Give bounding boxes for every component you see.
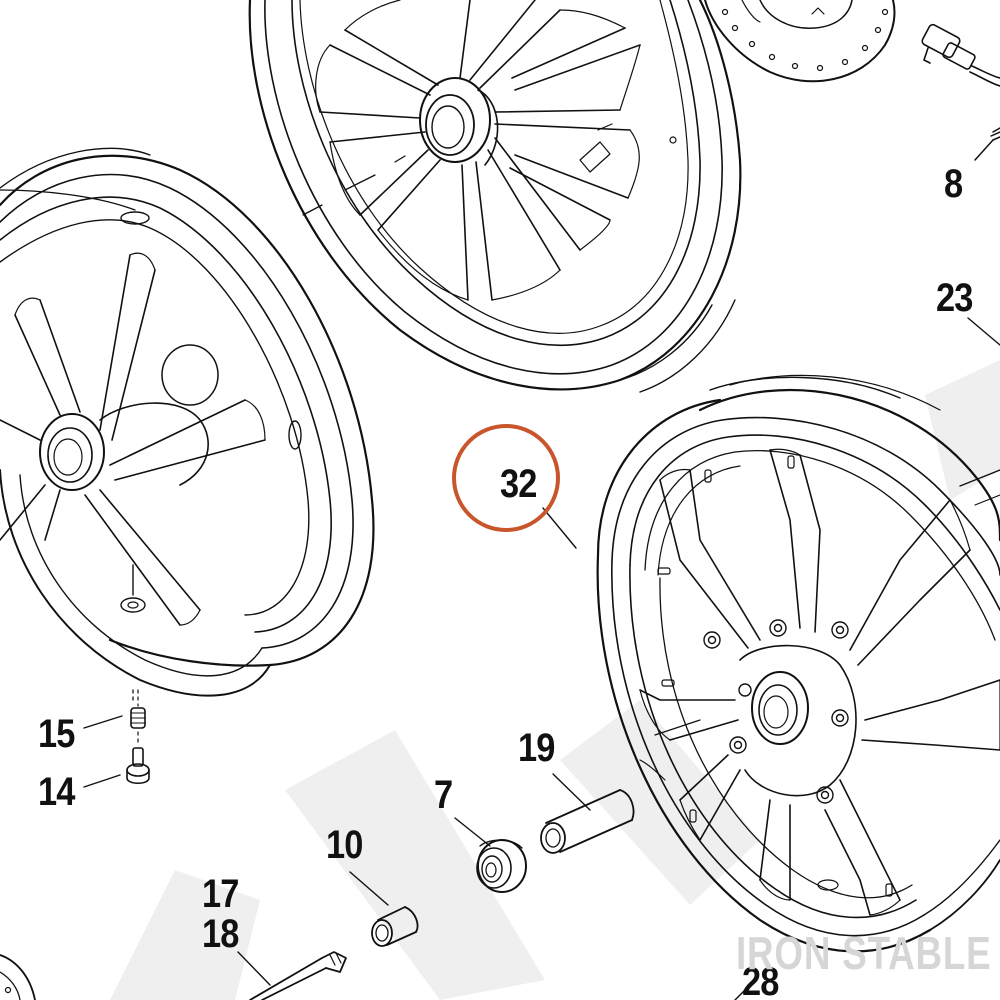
highlight-ring: [452, 424, 560, 532]
callout-14: 14: [38, 770, 75, 814]
brake-rotor-bottom: [0, 954, 36, 1000]
callout-10: 10: [326, 823, 363, 867]
valve-cap: [83, 689, 146, 729]
axle-spacer-short: [371, 906, 419, 947]
callout-7: 7: [434, 773, 453, 817]
callout-32: 32: [500, 462, 537, 506]
callout-15: 15: [38, 712, 75, 756]
wheel-bearing: [476, 839, 527, 893]
watermark: IRON STABLE: [736, 927, 992, 979]
wheel-speed-sensor: [921, 23, 1000, 87]
upper-wheel: [248, 0, 742, 393]
callout-23: 23: [936, 276, 973, 320]
axle-spacer-long: [540, 789, 635, 854]
callout-28: 28: [742, 960, 779, 1000]
callout-18: 18: [202, 912, 239, 956]
callout-19: 19: [518, 726, 555, 770]
brake-rotor-top: [704, 0, 896, 83]
sensor-bolt: [974, 127, 1000, 161]
callout-8: 8: [944, 162, 963, 206]
valve-stem: [83, 731, 150, 788]
front-wheel: [596, 374, 1000, 953]
axle-shaft: [249, 951, 347, 1000]
leader-lines: [237, 317, 1000, 1000]
callout-17: 17: [202, 872, 239, 916]
left-wheel: [0, 147, 375, 701]
